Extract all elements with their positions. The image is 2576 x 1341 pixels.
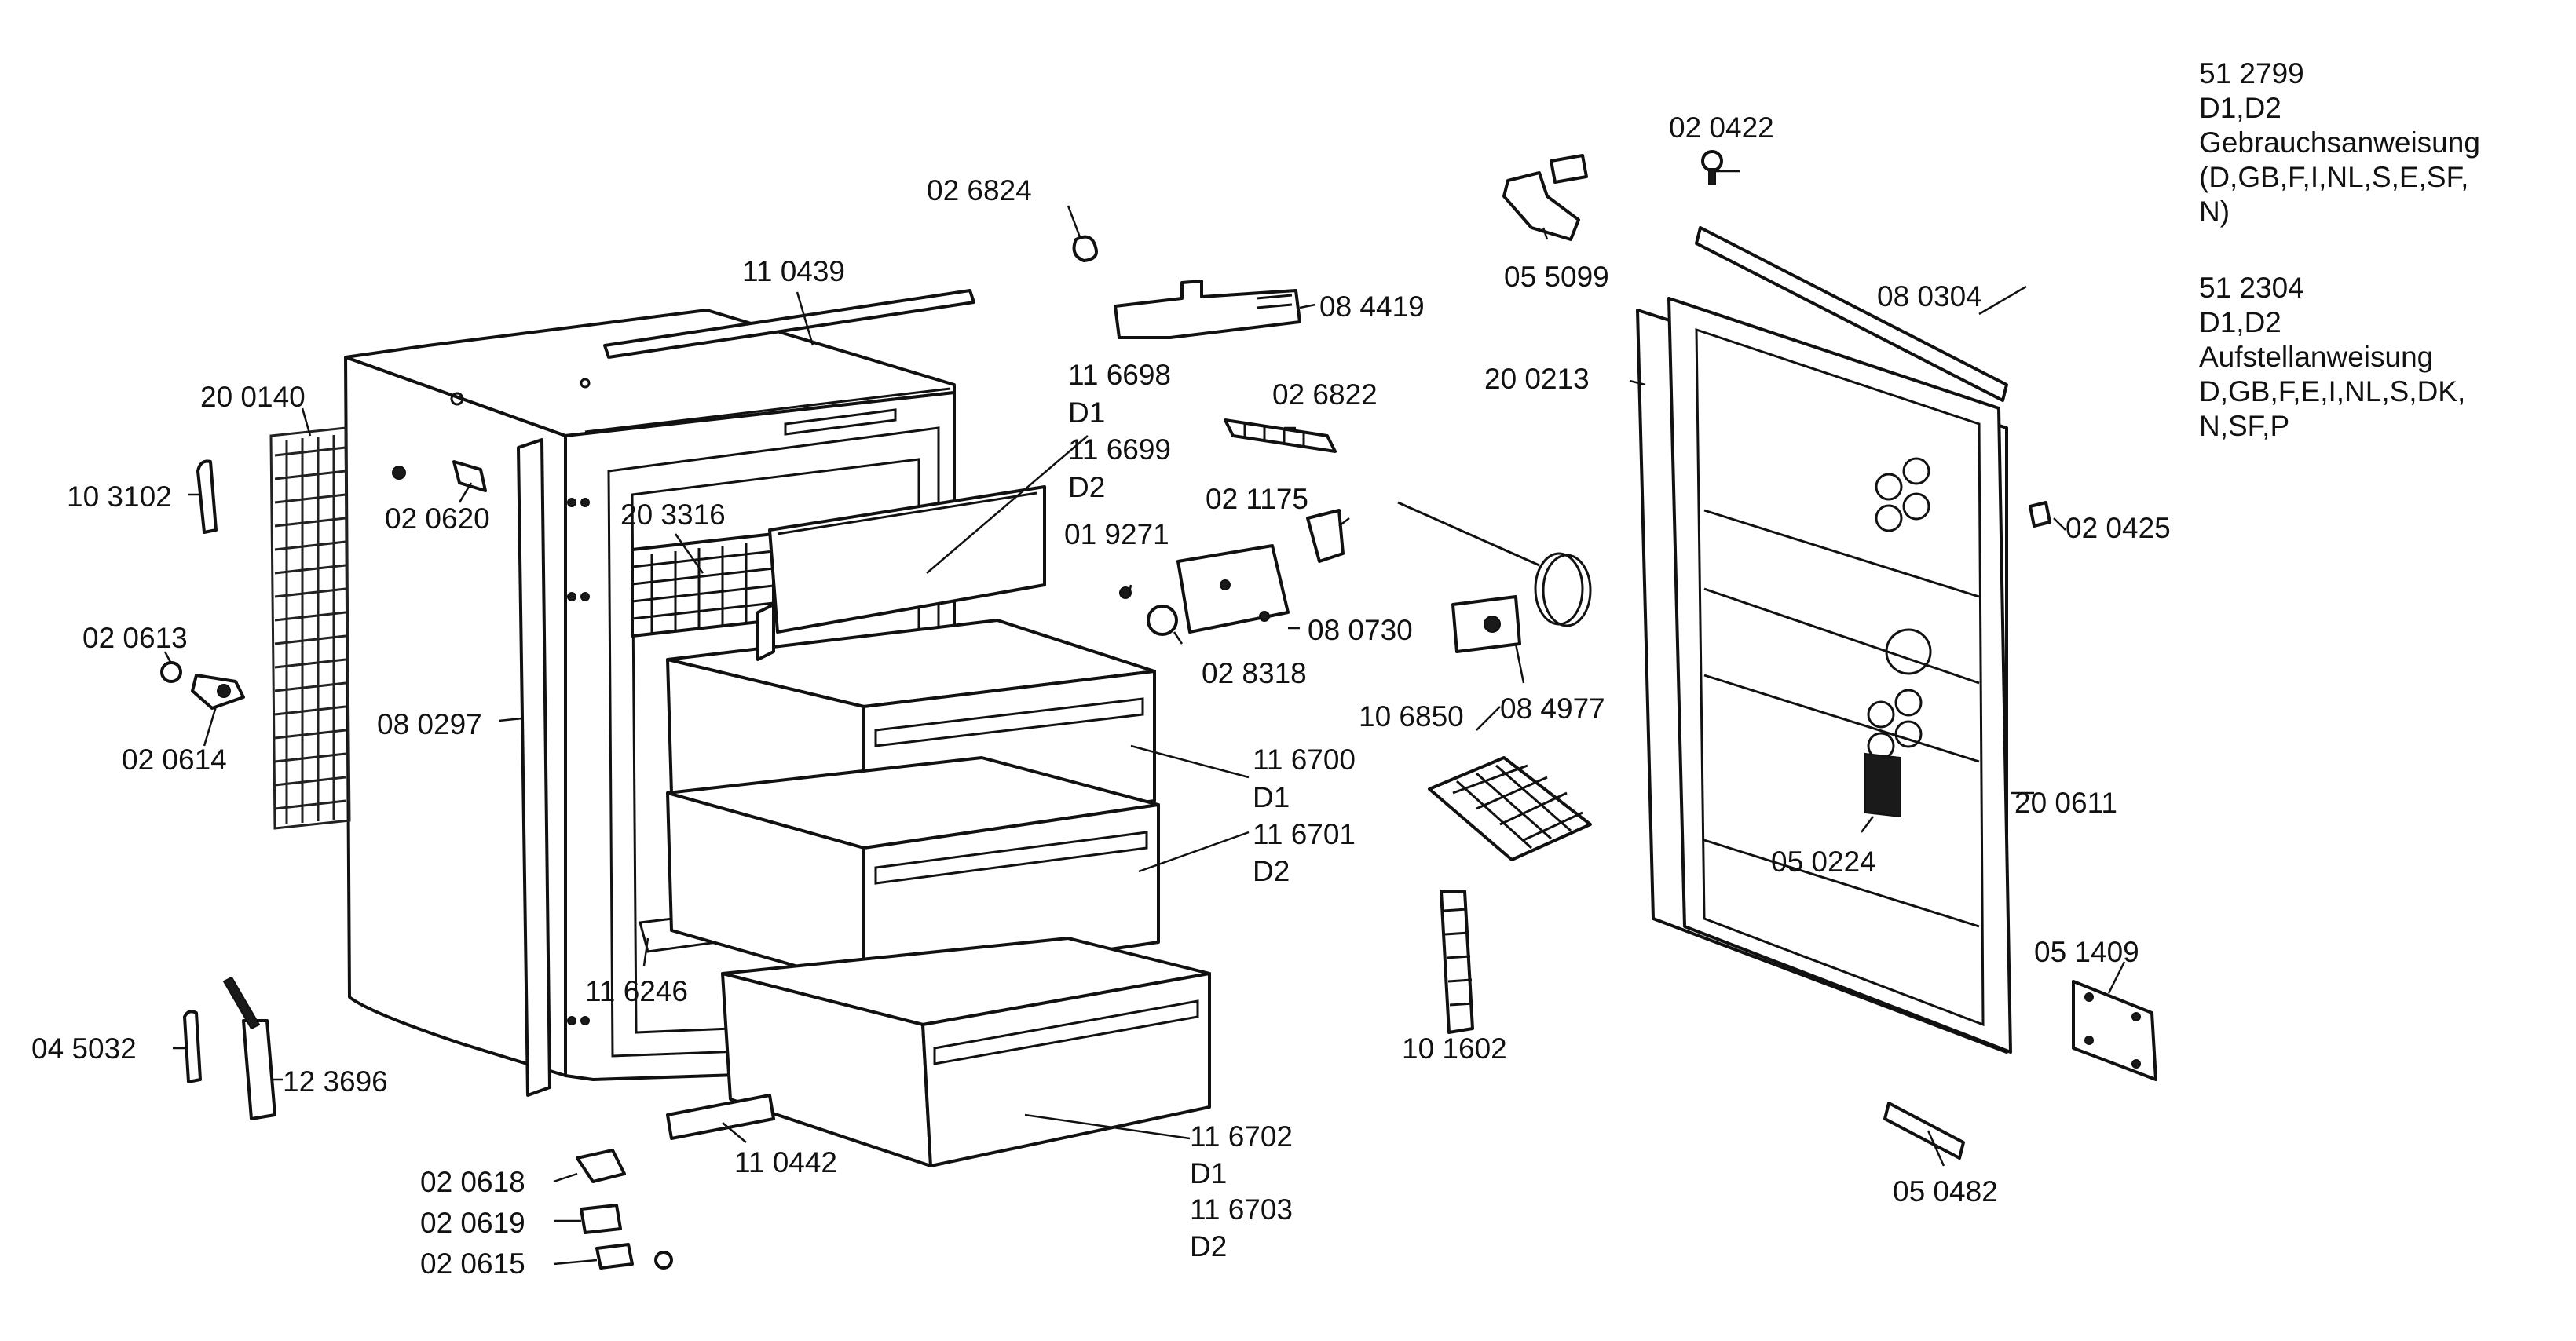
part-04-5032 bbox=[183, 1010, 202, 1083]
hinge-05-5099 bbox=[1502, 154, 1588, 241]
label-02-0425: 02 0425 bbox=[2066, 512, 2171, 544]
handle-10-3102 bbox=[196, 459, 218, 534]
part-08-0730 bbox=[1176, 544, 1290, 634]
label-11-6703: 11 6703 bbox=[1190, 1193, 1293, 1226]
screw-02-0615 bbox=[654, 1251, 673, 1270]
label-02-6824: 02 6824 bbox=[927, 174, 1032, 206]
part-12-3696 bbox=[222, 976, 276, 1120]
label-08-0730: 08 0730 bbox=[1308, 614, 1413, 646]
label-02-0620: 02 0620 bbox=[385, 502, 490, 535]
part-08-4419 bbox=[1114, 280, 1301, 339]
thermostat-08-4977 bbox=[1397, 501, 1592, 653]
label-02-6822: 02 6822 bbox=[1272, 378, 1378, 411]
vertical-seal-strip bbox=[517, 438, 551, 1097]
label-08-0297: 08 0297 bbox=[377, 708, 482, 740]
part-02-1175 bbox=[1306, 509, 1345, 563]
label-01-9271: 01 9271 bbox=[1064, 518, 1169, 550]
label-04-5032: 04 5032 bbox=[31, 1032, 137, 1065]
note-user-manual: 51 2799 D1,D2 Gebrauchsanweisung (D,GB,F… bbox=[2199, 57, 2480, 228]
door-panel bbox=[1667, 297, 2012, 1054]
part-02-0618 bbox=[576, 1149, 626, 1183]
part-02-0425 bbox=[2029, 501, 2051, 528]
bottom-trim bbox=[666, 1094, 775, 1140]
label-11-6698: 11 6698 bbox=[1068, 359, 1171, 391]
label-08-0304: 08 0304 bbox=[1877, 280, 1982, 312]
label-05-0482: 05 0482 bbox=[1893, 1175, 1998, 1208]
label-11-0439: 11 0439 bbox=[742, 255, 845, 287]
label-02-0422: 02 0422 bbox=[1669, 111, 1774, 144]
knob-02-0613-0614 bbox=[160, 661, 245, 710]
part-02-0619 bbox=[580, 1204, 622, 1234]
label-20-0611: 20 0611 bbox=[2014, 787, 2117, 819]
label-08-4419: 08 4419 bbox=[1319, 290, 1425, 323]
label-12-3696: 12 3696 bbox=[283, 1065, 388, 1098]
part-02-6822 bbox=[1224, 418, 1337, 453]
part-02-6824 bbox=[1072, 235, 1098, 262]
label-d2-a: D2 bbox=[1068, 471, 1105, 503]
label-02-8318: 02 8318 bbox=[1202, 657, 1307, 689]
label-05-1409: 05 1409 bbox=[2034, 936, 2139, 968]
label-11-6700: 11 6700 bbox=[1253, 744, 1356, 776]
label-11-6701: 11 6701 bbox=[1253, 818, 1356, 850]
top-trim-strip bbox=[603, 289, 975, 359]
part-labels: 11 0439 20 0140 10 3102 02 0620 02 0613 … bbox=[31, 111, 2171, 1280]
door-trim-08-0304 bbox=[1695, 226, 2008, 402]
label-11-0442: 11 0442 bbox=[734, 1146, 837, 1178]
note-installation-instructions: 51 2304 D1,D2 Aufstellanweisung D,GB,F,E… bbox=[2199, 272, 2466, 442]
label-11-6699: 11 6699 bbox=[1068, 433, 1171, 466]
label-05-0224: 05 0224 bbox=[1771, 846, 1876, 878]
part-01-9271 bbox=[1119, 586, 1132, 599]
label-02-1175: 02 1175 bbox=[1206, 483, 1308, 515]
label-10-6850: 10 6850 bbox=[1359, 700, 1464, 733]
label-02-0618: 02 0618 bbox=[420, 1166, 525, 1198]
label-10-3102: 10 3102 bbox=[67, 480, 172, 513]
part-02-0615 bbox=[595, 1243, 634, 1270]
label-11-6702: 11 6702 bbox=[1190, 1120, 1293, 1153]
label-d2-c: D2 bbox=[1190, 1230, 1227, 1262]
screw-02-0422 bbox=[1701, 150, 1723, 185]
label-10-1602: 10 1602 bbox=[1402, 1032, 1507, 1065]
label-d1-a: D1 bbox=[1068, 396, 1105, 429]
label-08-4977: 08 4977 bbox=[1500, 692, 1605, 725]
label-11-6246: 11 6246 bbox=[585, 975, 688, 1007]
label-05-5099: 05 5099 bbox=[1504, 261, 1609, 293]
cooling-unit bbox=[269, 426, 351, 830]
label-02-0619: 02 0619 bbox=[420, 1207, 525, 1239]
door-label-05-0224 bbox=[1864, 752, 1901, 818]
label-d1-b: D1 bbox=[1253, 781, 1290, 813]
label-02-0615: 02 0615 bbox=[420, 1248, 525, 1280]
label-20-0140: 20 0140 bbox=[200, 381, 306, 413]
part-05-0482 bbox=[1883, 1102, 1965, 1160]
leader-lines bbox=[163, 170, 2126, 1266]
part-10-1602 bbox=[1440, 890, 1474, 1034]
label-02-0614: 02 0614 bbox=[122, 744, 227, 776]
glass-shelf bbox=[756, 485, 1046, 661]
part-02-8318 bbox=[1147, 605, 1178, 636]
label-20-0213: 20 0213 bbox=[1484, 363, 1590, 395]
label-02-0613: 02 0613 bbox=[82, 622, 188, 654]
bracket-05-1409 bbox=[2072, 980, 2157, 1081]
label-20-3316: 20 3316 bbox=[620, 499, 726, 531]
door-shelf-holes bbox=[1867, 457, 1932, 760]
label-d2-b: D2 bbox=[1253, 855, 1290, 887]
latch-02-0620 bbox=[392, 460, 487, 492]
ice-tray-10-6850 bbox=[1428, 756, 1592, 861]
label-d1-c: D1 bbox=[1190, 1157, 1227, 1189]
crisper-bin bbox=[721, 937, 1211, 1167]
drawer-middle bbox=[666, 756, 1160, 987]
